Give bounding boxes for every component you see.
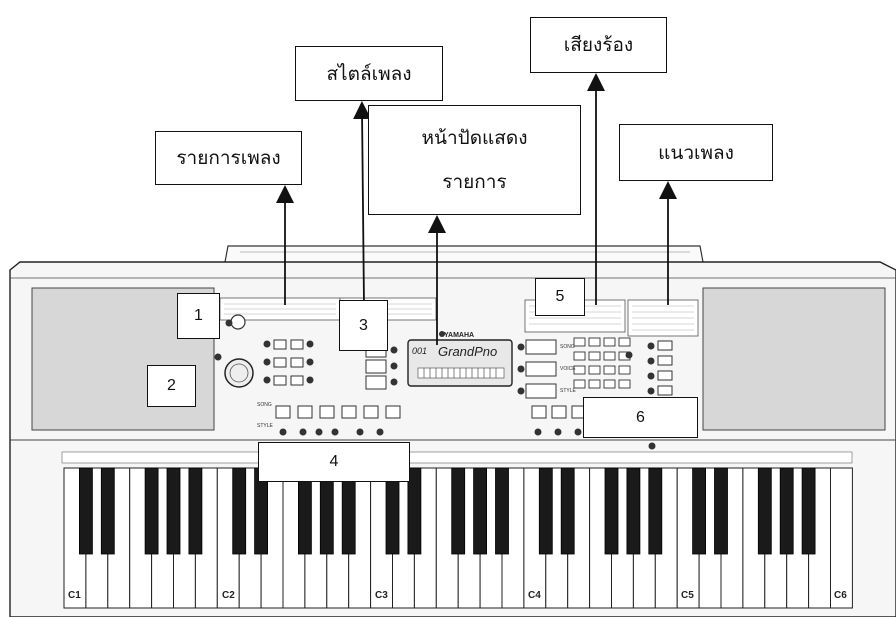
number-box-6: 6 [583, 397, 698, 438]
black-key [560, 467, 575, 555]
style-button-label: STYLE [560, 388, 576, 394]
number-box-3: 3 [339, 300, 388, 351]
callout-display-line1: หน้าปัดแสดง [421, 127, 528, 149]
black-key [692, 467, 706, 555]
number-keypad [573, 337, 631, 389]
octave-label-c1: C1 [68, 590, 81, 601]
number-box-4: 4 [258, 442, 410, 482]
black-key [407, 467, 422, 555]
black-key [538, 467, 553, 555]
song-row-label: SONG [257, 402, 272, 408]
callout-display: หน้าปัดแสดง รายการ [368, 105, 581, 215]
drum-label-strip [61, 451, 853, 464]
black-key [79, 467, 93, 555]
black-key [232, 467, 247, 555]
voice-button-label: VOICE [560, 366, 576, 372]
black-key [604, 467, 619, 555]
number-box-5: 5 [535, 278, 585, 316]
callout-style: สไตล์เพลง [295, 46, 443, 101]
black-key [495, 467, 509, 555]
power-switch [230, 314, 246, 330]
black-key [100, 467, 115, 555]
black-key [801, 467, 816, 555]
black-key [648, 467, 663, 555]
white-key [830, 467, 853, 609]
lcd-voice-name: GrandPno [438, 344, 498, 359]
brand-logo: YAMAHA [444, 332, 475, 339]
callout-genre: แนวเพลง [619, 124, 773, 181]
master-volume-knob [224, 358, 254, 388]
black-key [451, 467, 466, 555]
black-key [626, 467, 641, 555]
style-row-label: STYLE [257, 423, 273, 429]
callout-song-list: รายการเพลง [155, 131, 302, 185]
black-key [473, 467, 488, 555]
callout-voice: เสียงร้อง [530, 17, 667, 73]
black-key [166, 467, 181, 555]
transport-buttons [275, 405, 587, 419]
song-button-label: SONG [560, 344, 575, 350]
piano-keys [63, 467, 853, 609]
number-box-2: 2 [147, 365, 196, 407]
black-key [188, 467, 203, 555]
mode-buttons [525, 339, 557, 399]
octave-label-c2: C2 [222, 590, 235, 601]
octave-label-c3: C3 [375, 590, 388, 601]
black-key [757, 467, 772, 555]
black-key [714, 467, 728, 555]
lcd-number: 001 [412, 346, 428, 356]
octave-label-c6: C6 [834, 590, 847, 601]
octave-label-c4: C4 [528, 590, 541, 601]
octave-label-c5: C5 [681, 590, 694, 601]
black-key [144, 467, 159, 555]
number-box-1: 1 [177, 293, 220, 339]
black-key [779, 467, 794, 555]
right-speaker [702, 287, 886, 431]
callout-display-line2: รายการ [442, 171, 507, 193]
music-stand [224, 245, 704, 263]
function-buttons [657, 340, 673, 396]
